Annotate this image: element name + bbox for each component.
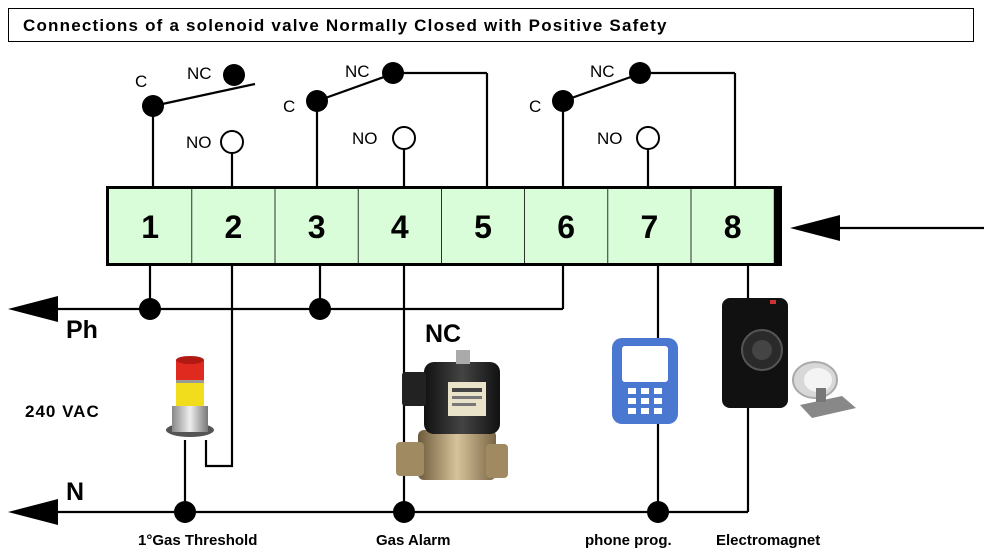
relay2-no-label: NO: [352, 129, 378, 148]
terminal-number-5: 5: [474, 209, 492, 245]
terminal-1: [109, 189, 192, 263]
terminal-number-3: 3: [308, 209, 326, 245]
terminal-6: [525, 189, 608, 263]
relay2-nc-label: NC: [345, 62, 370, 81]
neutral-label: N: [66, 478, 85, 506]
relay1-c-label: C: [135, 72, 148, 91]
relay1-nc-label: NC: [187, 64, 212, 83]
device-label-gas-threshold: 1°Gas Threshold: [138, 532, 258, 549]
terminal-3: [275, 189, 358, 263]
terminal-block: 1 2 3 4 5 6 7 8: [106, 186, 782, 266]
valve-state-label: NC: [425, 320, 462, 348]
power-wiring: [50, 226, 984, 514]
terminal-5: [441, 189, 525, 263]
phase-label: Ph: [66, 316, 98, 344]
title-box: Connections of a solenoid valve Normally…: [8, 8, 974, 42]
supply-voltage-label: 240 VAC: [25, 402, 100, 421]
device-label-electromagnet: Electromagnet: [716, 532, 821, 549]
relay2-c-label: C: [283, 97, 296, 116]
device-label-phone-prog: phone prog.: [585, 532, 672, 549]
relay-wiring: [151, 71, 737, 186]
relay3-no-label: NO: [597, 129, 623, 148]
terminal-number-7: 7: [641, 209, 659, 245]
terminal-number-1: 1: [141, 209, 159, 245]
supply-arrow-icon: [790, 215, 840, 241]
solenoid-valve-icon: [396, 350, 508, 480]
signal-tower-icon: [166, 356, 214, 437]
terminal-number-4: 4: [391, 209, 409, 245]
relay-contacts: [142, 62, 660, 154]
electromagnet-icon: [722, 298, 856, 418]
phase-arrow-icon: [8, 296, 58, 322]
terminal-number-6: 6: [557, 209, 575, 245]
diagram-title: Connections of a solenoid valve Normally…: [23, 16, 668, 35]
relay1-no-label: NO: [186, 133, 212, 152]
terminal-number-2: 2: [225, 209, 243, 245]
junction-dots: [139, 298, 669, 523]
device-label-gas-alarm: Gas Alarm: [376, 532, 451, 549]
neutral-arrow-icon: [8, 499, 58, 525]
relay3-c-label: C: [529, 97, 542, 116]
terminal-8: [691, 189, 774, 263]
terminal-7: [608, 189, 691, 263]
relay3-nc-label: NC: [590, 62, 615, 81]
phone-dialer-icon: [612, 338, 678, 424]
terminal-2: [192, 189, 275, 263]
terminal-number-8: 8: [724, 209, 742, 245]
arrows: [8, 215, 840, 525]
terminal-4: [358, 189, 441, 263]
